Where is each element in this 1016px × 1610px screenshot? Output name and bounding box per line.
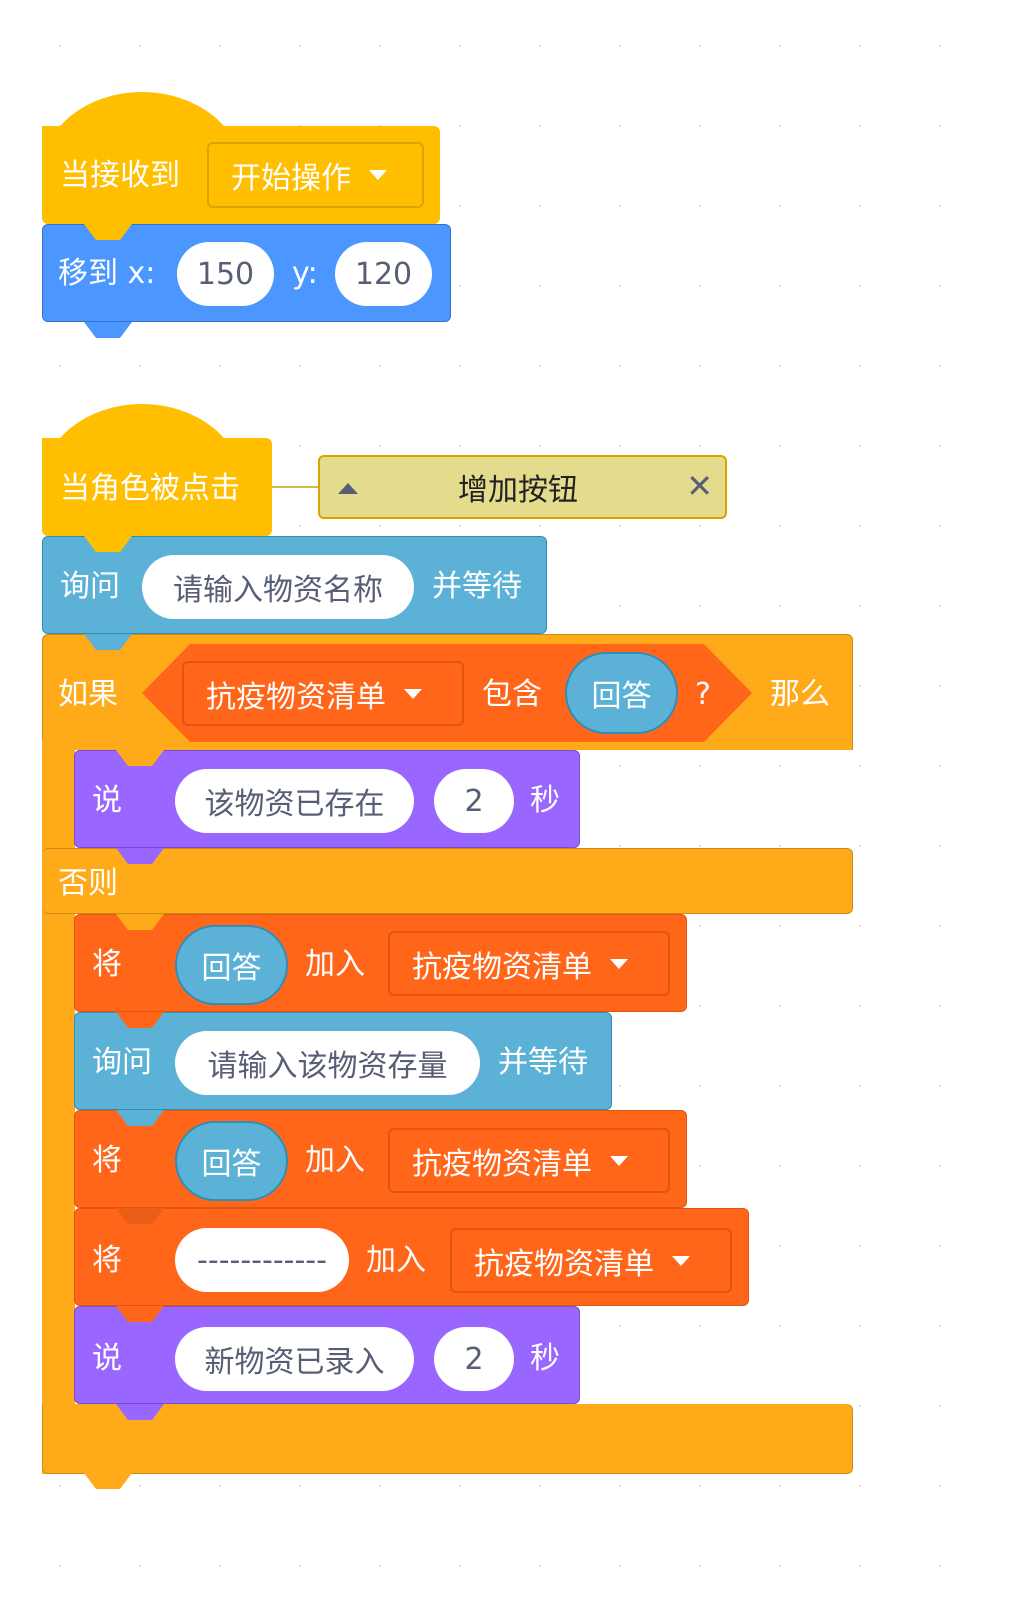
message-input[interactable]: 新物资已录入 xyxy=(175,1327,414,1391)
say-label: 说 xyxy=(92,783,122,818)
into-label: 加入 xyxy=(366,1243,426,1278)
notch xyxy=(84,224,132,240)
hat-label: 当角色被点击 xyxy=(60,471,240,506)
notch xyxy=(116,1306,164,1322)
secs-unit: 秒 xyxy=(530,1341,560,1376)
add-label: 将 xyxy=(92,947,122,982)
chevron-down-icon xyxy=(672,1255,690,1266)
hat-body xyxy=(42,438,272,536)
chevron-down-icon xyxy=(369,170,387,180)
list-name: 抗疫物资清单 xyxy=(412,1146,592,1182)
hat-label: 当接收到 xyxy=(60,158,180,193)
if-label: 如果 xyxy=(58,677,118,712)
into-label: 加入 xyxy=(305,1143,365,1178)
notch xyxy=(84,1473,132,1489)
notch xyxy=(116,750,164,766)
chevron-down-icon xyxy=(610,958,628,969)
chevron-down-icon xyxy=(404,688,422,699)
item-input[interactable]: ------------ xyxy=(175,1228,349,1292)
question-input[interactable]: 请输入该物资存量 xyxy=(175,1031,480,1095)
comment-connector xyxy=(272,486,318,488)
then-label: 那么 xyxy=(770,677,830,712)
message-dropdown[interactable]: 开始操作 xyxy=(207,142,424,208)
say-label: 说 xyxy=(92,1341,122,1376)
contains-label: 包含 xyxy=(482,677,542,712)
y-input[interactable]: 120 xyxy=(335,242,432,306)
bottom-arm xyxy=(42,1404,853,1474)
notch xyxy=(116,1110,164,1126)
comment-note[interactable]: 增加按钮 ✕ xyxy=(318,455,727,519)
message-input[interactable]: 该物资已存在 xyxy=(175,769,414,833)
notch xyxy=(116,1404,164,1420)
list-dropdown[interactable]: 抗疫物资清单 xyxy=(182,661,464,726)
ask-suffix: 并等待 xyxy=(432,569,522,604)
notch xyxy=(84,634,132,650)
list-dropdown[interactable]: 抗疫物资清单 xyxy=(388,931,670,996)
secs-unit: 秒 xyxy=(530,783,560,818)
close-icon[interactable]: ✕ xyxy=(686,467,713,505)
x-input[interactable]: 150 xyxy=(177,242,274,306)
list-dropdown[interactable]: 抗疫物资清单 xyxy=(450,1228,732,1293)
list-name: 抗疫物资清单 xyxy=(412,949,592,985)
add-label: 将 xyxy=(92,1143,122,1178)
ask-label: 询问 xyxy=(92,1045,152,1080)
notch xyxy=(84,322,132,338)
else-label: 否则 xyxy=(58,866,118,901)
list-name: 抗疫物资清单 xyxy=(206,679,386,715)
chevron-down-icon xyxy=(610,1155,628,1166)
comment-text: 增加按钮 xyxy=(458,473,578,508)
question-mark: ? xyxy=(695,677,711,712)
goto-label: 移到 x: xyxy=(58,256,156,291)
secs-input[interactable]: 2 xyxy=(434,1327,514,1391)
message-value: 开始操作 xyxy=(231,161,351,196)
into-label: 加入 xyxy=(305,947,365,982)
list-name: 抗疫物资清单 xyxy=(474,1246,654,1282)
ask-suffix: 并等待 xyxy=(498,1045,588,1080)
notch xyxy=(116,848,164,864)
add-label: 将 xyxy=(92,1243,122,1278)
else-arm xyxy=(42,848,853,914)
list-dropdown[interactable]: 抗疫物资清单 xyxy=(388,1128,670,1193)
triangle-up-icon[interactable] xyxy=(338,483,358,494)
notch xyxy=(116,1208,164,1224)
notch xyxy=(84,536,132,552)
answer-reporter[interactable]: 回答 xyxy=(565,652,678,734)
answer-reporter[interactable]: 回答 xyxy=(175,1121,288,1201)
notch xyxy=(116,914,164,930)
question-input[interactable]: 请输入物资名称 xyxy=(142,555,414,619)
ask-label: 询问 xyxy=(60,569,120,604)
notch xyxy=(116,1012,164,1028)
answer-reporter[interactable]: 回答 xyxy=(175,925,288,1005)
y-label: y: xyxy=(292,256,318,291)
secs-input[interactable]: 2 xyxy=(434,769,514,833)
